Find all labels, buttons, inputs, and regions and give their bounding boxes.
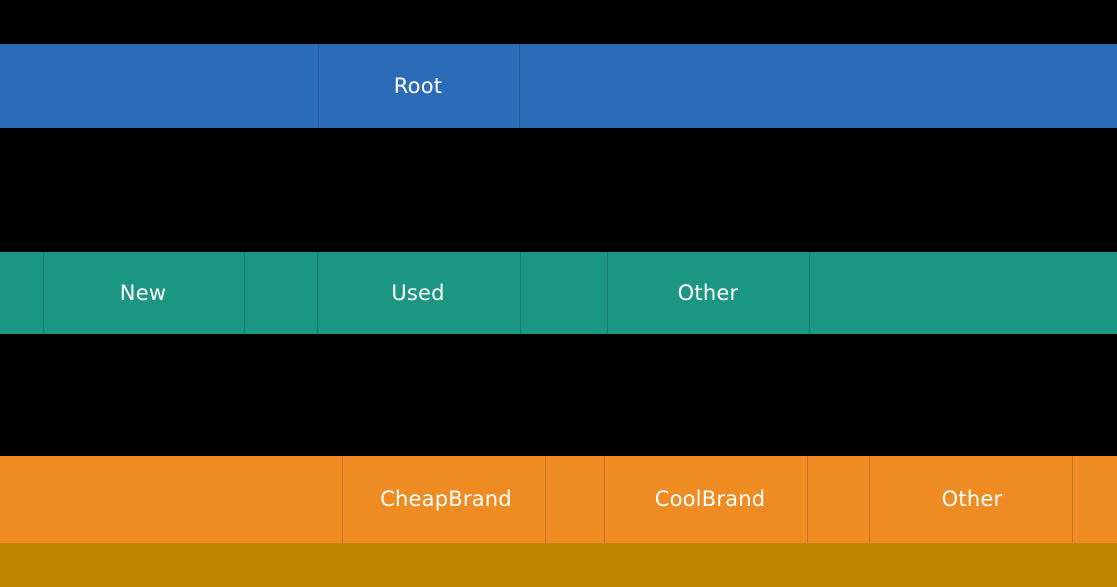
chart-node-unlabeled[interactable]: [520, 44, 1117, 128]
chart-node-label: New: [119, 280, 167, 305]
chart-node-unlabeled[interactable]: [546, 456, 605, 543]
chart-level-0: Root: [0, 44, 1117, 128]
chart-node-root[interactable]: Root: [319, 44, 520, 128]
chart-node-label: CoolBrand: [654, 487, 766, 511]
chart-node-label: Used: [391, 280, 445, 305]
chart-node-cheapbrand[interactable]: CheapBrand: [343, 456, 546, 543]
chart-node-other[interactable]: Other: [608, 252, 810, 334]
chart-node-label: Other: [941, 487, 1003, 511]
chart-node-new[interactable]: New: [44, 252, 245, 334]
chart-node-used[interactable]: Used: [318, 252, 521, 334]
chart-node-label: Other: [677, 280, 739, 305]
chart-node-unlabeled[interactable]: [245, 252, 318, 334]
chart-node-unlabeled[interactable]: [521, 252, 608, 334]
chart-node-unlabeled[interactable]: [0, 44, 319, 128]
chart-node-unlabeled[interactable]: [0, 543, 1117, 587]
chart-node-label: Root: [393, 73, 443, 98]
chart-node-unlabeled[interactable]: [810, 252, 1117, 334]
chart-node-unlabeled[interactable]: [1073, 456, 1117, 543]
chart-node-unlabeled[interactable]: [0, 252, 44, 334]
chart-level-1: New Used Other: [0, 252, 1117, 334]
chart-level-3: [0, 543, 1117, 587]
chart-level-2: CheapBrand CoolBrand Other: [0, 456, 1117, 543]
chart-node-unlabeled[interactable]: [0, 456, 343, 543]
chart-node-other[interactable]: Other: [870, 456, 1073, 543]
chart-node-label: CheapBrand: [380, 487, 512, 511]
chart-node-coolbrand[interactable]: CoolBrand: [605, 456, 808, 543]
chart-node-unlabeled[interactable]: [808, 456, 870, 543]
